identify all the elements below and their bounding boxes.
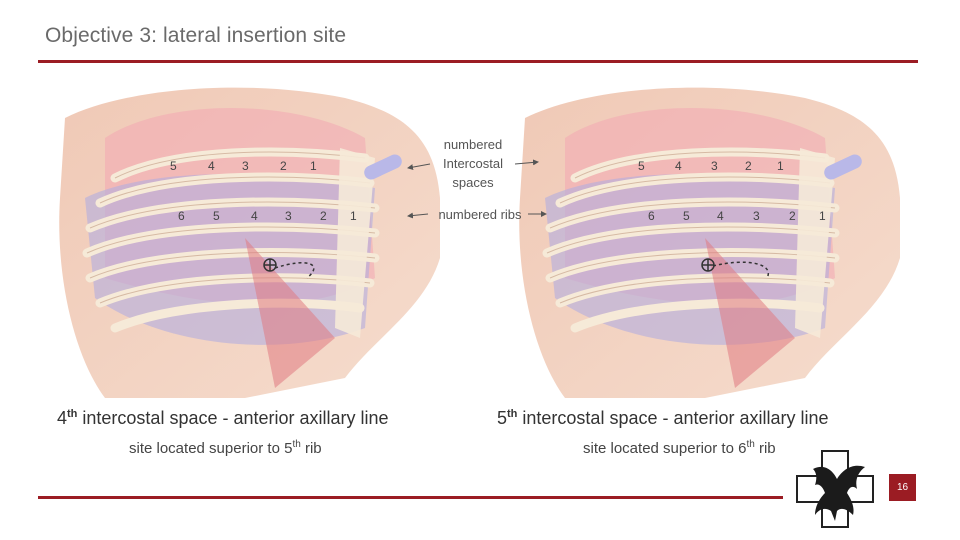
rib-cage-illustration-left: 5 4 3 2 1 6 5 4 3 2 1 <box>59 87 440 398</box>
rib-label: 1 <box>350 209 357 223</box>
rib-label: 3 <box>753 209 760 223</box>
rib-label: 3 <box>285 209 292 223</box>
space-label: 5 <box>638 159 645 173</box>
rib-label: 6 <box>648 209 655 223</box>
rib-label: 6 <box>178 209 185 223</box>
rib-cage-illustration-right: 5 4 3 2 1 6 5 4 3 2 1 <box>519 87 900 398</box>
caption-right: 5th intercostal space - anterior axillar… <box>497 408 829 428</box>
footer-divider <box>38 496 783 499</box>
space-label: 1 <box>310 159 317 173</box>
rib-label: 5 <box>213 209 220 223</box>
space-label: 4 <box>675 159 682 173</box>
rib-label: 5 <box>683 209 690 223</box>
rib-label: 4 <box>251 209 258 223</box>
callout-numbered-ribs: numbered ribs <box>438 207 522 222</box>
space-label: 3 <box>242 159 249 173</box>
subcaption-right: site located superior to 6th rib <box>583 439 776 457</box>
rib-label: 1 <box>819 209 826 223</box>
space-label: 4 <box>208 159 215 173</box>
space-label: 5 <box>170 159 177 173</box>
callout-arrows <box>407 159 547 219</box>
page-number-badge: 16 <box>889 474 916 501</box>
space-label: 3 <box>711 159 718 173</box>
space-label: 1 <box>777 159 784 173</box>
rib-label: 2 <box>789 209 796 223</box>
eagle-cross-logo <box>796 450 874 528</box>
title-divider <box>38 60 918 63</box>
caption-left: 4th intercostal space - anterior axillar… <box>57 408 389 428</box>
space-label: 2 <box>745 159 752 173</box>
space-label: 2 <box>280 159 287 173</box>
rib-label: 2 <box>320 209 327 223</box>
subcaption-left: site located superior to 5th rib <box>129 439 322 457</box>
callout-intercostal-spaces: numbered Intercostal spaces <box>443 137 503 190</box>
rib-label: 4 <box>717 209 724 223</box>
page-title: Objective 3: lateral insertion site <box>45 24 347 47</box>
